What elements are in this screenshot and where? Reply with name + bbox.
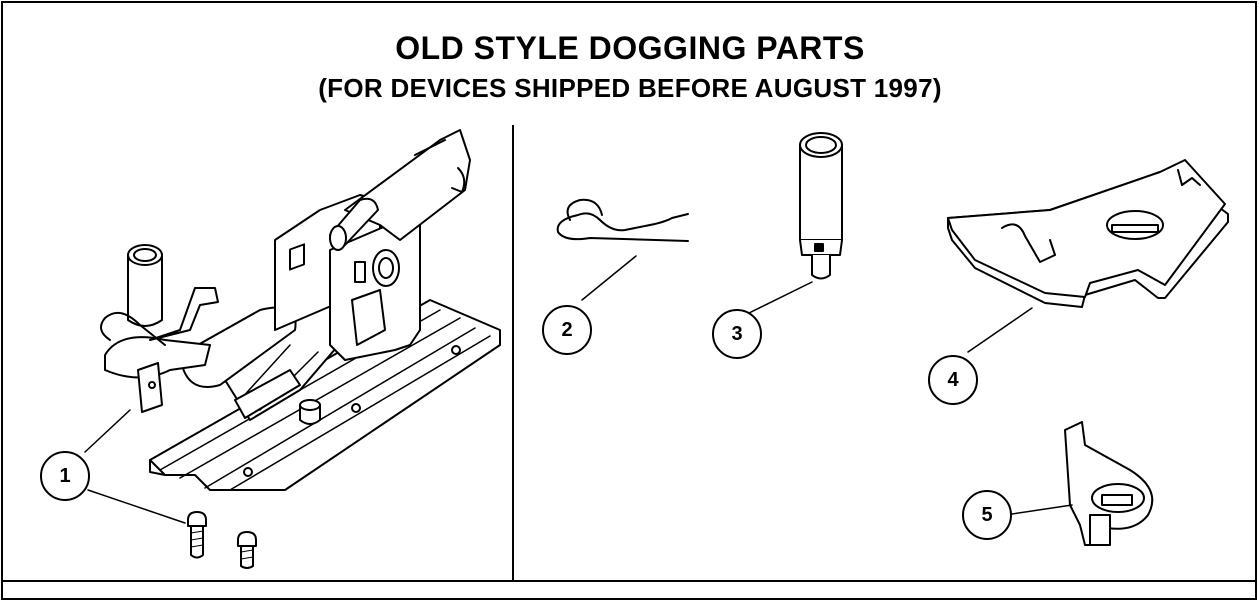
hitch-pin [100,311,166,346]
cam-plate-part [947,159,1229,353]
callout-2: 2 [542,305,592,355]
dogging-assembly [84,129,501,569]
small-cam-part [1011,421,1154,546]
callout-5: 5 [962,490,1012,540]
dogging-pin-part [744,132,843,316]
dogging-cam [104,336,211,379]
callout-1: 1 [40,451,90,501]
figure-subtitle: (FOR DEVICES SHIPPED BEFORE AUGUST 1997) [318,73,942,103]
screw-right [237,531,257,569]
bottom-rule [1,580,1257,582]
callout-3: 3 [712,309,762,359]
slider-block [234,369,301,419]
dogging-pin [127,254,163,327]
hitch-pin-part [556,198,689,301]
callout-4: 4 [928,355,978,405]
panel-divider [512,125,514,582]
figure-title: OLD STYLE DOGGING PARTS [395,30,865,66]
screw-left [187,511,207,559]
